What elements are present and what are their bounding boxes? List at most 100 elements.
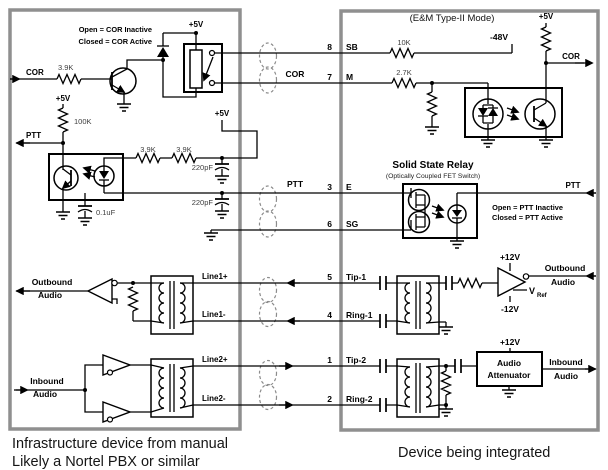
bypass-capacitor-curve	[77, 166, 230, 213]
supply-label: +5V	[56, 94, 71, 103]
pin-name: SG	[346, 219, 359, 229]
optocoupler-outline	[464, 87, 563, 138]
phototransistor-circle	[53, 165, 79, 191]
led-triangle	[452, 210, 462, 217]
ground-icon	[538, 139, 554, 148]
pin-name: Ring-2	[346, 394, 373, 404]
ptt-note-open: Open = PTT Inactive	[492, 203, 563, 212]
junction-dot	[220, 156, 224, 160]
opto-light-arrow-icon	[82, 171, 96, 180]
flyback-diode-symbol	[157, 45, 169, 57]
fet-symbol	[410, 195, 426, 230]
twisted-pair-icon	[258, 359, 278, 387]
outbound-audio-label2: Audio	[38, 290, 62, 300]
relay-contact	[208, 49, 216, 57]
capacitor-value: 220pF	[192, 198, 214, 207]
phototransistor-collector	[62, 168, 72, 176]
transformer-coil	[425, 282, 432, 324]
twisted-pair-icon	[258, 276, 278, 304]
cor-optocoupler	[464, 87, 563, 138]
ptt-note-closed: Closed = PTT Active	[492, 213, 563, 222]
supply-label: -12V	[501, 304, 519, 314]
pin-number: 4	[327, 310, 332, 320]
vref-label: V	[529, 286, 535, 296]
transistor-circle	[109, 67, 137, 95]
ground-icon	[214, 210, 230, 219]
wire	[16, 282, 380, 413]
supply-label: +5V	[189, 20, 204, 29]
cor-output-label: COR	[562, 52, 580, 61]
opto-light-arrow-icon	[506, 112, 520, 121]
transformer-line1	[150, 275, 194, 335]
left-device-caption-line1: Infrastructure device from manual	[12, 436, 228, 452]
relay-symbol	[183, 43, 223, 93]
resistor-value: 2.7K	[396, 68, 411, 77]
phototransistor-emitter	[61, 180, 72, 190]
opto-light-arrow-icon	[506, 105, 520, 114]
junction-dot	[220, 191, 224, 195]
cor-input-label: COR	[26, 68, 44, 77]
opamp-triangle	[497, 266, 527, 298]
transistor-collector	[111, 59, 161, 78]
em-mode-label: (E&M Type-II Mode)	[410, 13, 495, 24]
supply-label: +12V	[500, 252, 520, 262]
resistors	[56, 26, 553, 396]
amp-triangle	[86, 277, 113, 305]
capacitor-value: 220pF	[192, 163, 214, 172]
amp-bubble	[106, 416, 114, 423]
transformer-core	[169, 364, 175, 412]
ground-icon	[77, 217, 93, 226]
transistor-emitter	[111, 84, 126, 93]
transformer-tip-ring-1	[396, 275, 440, 335]
resistor-value: 3.9K	[140, 145, 155, 154]
ground-icon	[203, 232, 219, 241]
resistor-symbol	[56, 46, 483, 290]
pin-name: M	[346, 72, 353, 82]
pin-name: Tip-2	[346, 355, 366, 365]
twisted-pair-icon	[258, 210, 278, 238]
series-capacitor-symbol	[379, 276, 462, 412]
cor-transistor-symbol	[109, 59, 161, 95]
twisted-pair-icon	[258, 66, 278, 94]
supply-label: +12V	[500, 337, 520, 347]
inbound-audio-label2: Audio	[33, 389, 57, 399]
pin-number: 5	[327, 272, 332, 282]
relay-coil	[189, 49, 203, 89]
ptt-right-label: PTT	[565, 181, 580, 190]
pin-number: 8	[327, 42, 332, 52]
bypass-capacitor-symbol	[78, 163, 229, 207]
fet-circle	[407, 210, 431, 234]
line2-minus-label: Line2-	[202, 394, 226, 403]
fet-circle	[407, 188, 431, 212]
cor-note-open: Open = COR Inactive	[79, 25, 152, 34]
attenuator-outline	[476, 351, 543, 387]
ssr-title: Solid State Relay	[392, 160, 474, 171]
inbound-audio-label: Inbound	[30, 376, 64, 386]
led-circle	[447, 204, 467, 224]
ground-icon	[214, 175, 230, 184]
inbound-right-label2: Audio	[554, 371, 578, 381]
ssr-outline	[402, 183, 478, 239]
twisted-pair-icon	[258, 300, 278, 328]
resistor-value: 10K	[397, 38, 410, 47]
text-labels: +5V Open = COR Inactive Closed = COR Act…	[12, 12, 585, 470]
transformer-coil	[179, 282, 186, 324]
fet-symbol	[410, 188, 425, 208]
transformer-tip-ring-2	[396, 358, 440, 418]
junction-dot	[131, 281, 135, 285]
pin-name: Ring-1	[346, 310, 373, 320]
attenuator-label1: Audio	[497, 358, 521, 368]
opamp-bubble	[522, 273, 530, 280]
line1-plus-label: Line1+	[202, 272, 228, 281]
ground-icon	[449, 240, 465, 249]
junction-dot	[444, 403, 448, 407]
phototransistor-circle	[524, 98, 556, 130]
ground-icon	[116, 103, 132, 112]
right-device-caption: Device being integrated	[398, 445, 550, 461]
vref-subscript: Ref	[537, 293, 548, 299]
ground-icon	[438, 408, 454, 417]
opto-light-arrow-icon	[82, 165, 96, 174]
supply-label: +5V	[215, 109, 230, 118]
